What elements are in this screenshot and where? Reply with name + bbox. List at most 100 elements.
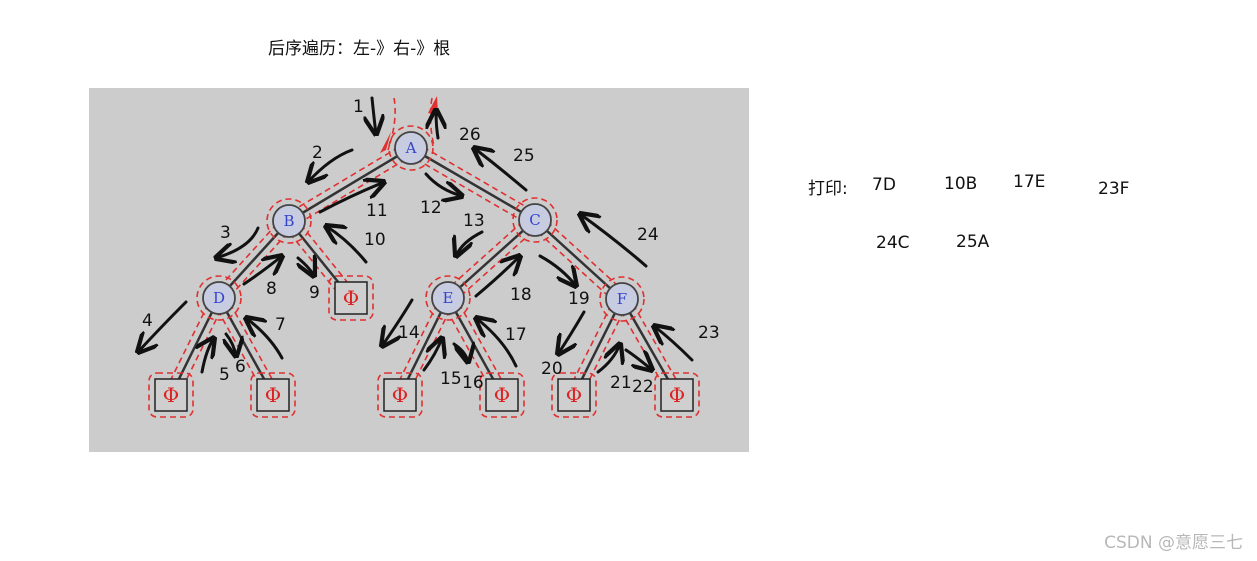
step-number: 19 (568, 289, 590, 309)
null-leaf: Φ (660, 378, 694, 412)
null-leaf: Φ (383, 378, 417, 412)
null-box (383, 378, 417, 412)
traversal-path-segment (414, 141, 539, 215)
print-label: 打印: (808, 179, 848, 199)
node-circle (202, 281, 236, 315)
tree-node-f: F (605, 282, 639, 316)
traversal-path-ring (377, 372, 423, 418)
null-leaf: Φ (557, 378, 591, 412)
traversal-arrow (538, 254, 576, 286)
null-leaf: Φ (154, 378, 188, 412)
print-item: 24C (876, 233, 910, 253)
null-box (660, 378, 694, 412)
traversal-path-segment (393, 294, 443, 393)
traversal-arrow (372, 96, 376, 134)
step-number: 8 (266, 279, 277, 299)
traversal-path-segment (284, 141, 408, 216)
traversal-arrows (138, 96, 694, 374)
step-number: 5 (219, 365, 230, 385)
node-label: F (617, 290, 627, 308)
traversal-arrow (298, 258, 314, 276)
traversal-path-ring (388, 125, 434, 171)
traversal-path-segment (567, 295, 617, 393)
traversal-arrow (308, 148, 354, 182)
traversal-arrow (474, 148, 528, 192)
print-item: 25A (956, 232, 990, 252)
null-symbol: Φ (163, 383, 179, 407)
step-number: 21 (610, 373, 632, 393)
traversal-path-segment (224, 294, 280, 392)
step-number: 17 (505, 325, 527, 345)
null-box (334, 281, 368, 315)
step-number: 9 (309, 283, 320, 303)
null-symbol: Φ (392, 383, 408, 407)
traversal-arrow (242, 256, 282, 286)
step-number: 18 (510, 285, 532, 305)
traversal-arrow (624, 348, 652, 370)
tree-edge (447, 219, 536, 299)
print-item: 10B (944, 174, 978, 194)
tree-node-d: D (202, 281, 236, 315)
null-leaf: Φ (485, 378, 519, 412)
traversal-arrow (474, 256, 520, 298)
traversal-path-segment (213, 215, 285, 294)
traversal-path-segment (223, 225, 295, 304)
traversal-path-ring (250, 372, 296, 418)
node-label: C (529, 211, 540, 229)
node-label: E (443, 289, 454, 307)
tree-edge (288, 146, 412, 223)
traversal-arrow (654, 326, 694, 362)
tree-node-a: A (394, 131, 428, 165)
node-circle (431, 281, 465, 315)
traversal-path-ring (654, 372, 700, 418)
watermark: CSDN @意愿三七 (1104, 533, 1243, 553)
node-label: D (213, 289, 225, 307)
traversal-path-segment (292, 153, 416, 228)
page-title: 后序遍历：左-》右-》根 (268, 39, 451, 59)
traversal-arrow (318, 182, 384, 214)
traversal-path-segment (387, 97, 396, 151)
step-number: 22 (632, 377, 654, 397)
step-number: 15 (440, 369, 462, 389)
traversal-path-segment (407, 153, 532, 227)
traversal-arrow (422, 338, 442, 372)
traversal-arrow (382, 298, 414, 346)
null-symbol: Φ (265, 383, 281, 407)
print-item: 17E (1013, 172, 1046, 192)
print-item: 23F (1098, 179, 1130, 199)
step-number: 2 (312, 143, 323, 163)
traversal-arrow (226, 332, 236, 356)
step-number: 25 (513, 146, 535, 166)
step-number: 11 (366, 201, 388, 221)
null-symbol: Φ (669, 383, 685, 407)
traversal-arrow (138, 300, 188, 352)
traversal-arrow (246, 318, 284, 360)
traversal-arrow (436, 110, 438, 140)
traversal-arrow (580, 214, 648, 268)
traversal-arrow (216, 226, 260, 258)
null-leaf: Φ (256, 378, 290, 412)
tree-node-c: C (518, 203, 552, 237)
node-circle (272, 204, 306, 238)
node-circle (605, 282, 639, 316)
traversal-path-ring (196, 275, 242, 321)
step-number: 1 (353, 97, 364, 117)
null-symbol: Φ (494, 383, 510, 407)
traversal-arrow (202, 338, 214, 374)
traversal-path-segment (539, 214, 628, 295)
traversal-arrow (558, 310, 586, 354)
traversal-arrow (452, 344, 468, 362)
step-number: 16 (462, 373, 484, 393)
traversal-path-ring (425, 275, 471, 321)
step-number: 24 (637, 225, 659, 245)
traversal-path-ring (599, 276, 645, 322)
step-number: 14 (398, 323, 420, 343)
traversal-path-segment (453, 294, 509, 392)
traversal-path-segment (164, 294, 214, 393)
tree-node-b: B (272, 204, 306, 238)
node-circle (394, 131, 428, 165)
node-circle (518, 203, 552, 237)
